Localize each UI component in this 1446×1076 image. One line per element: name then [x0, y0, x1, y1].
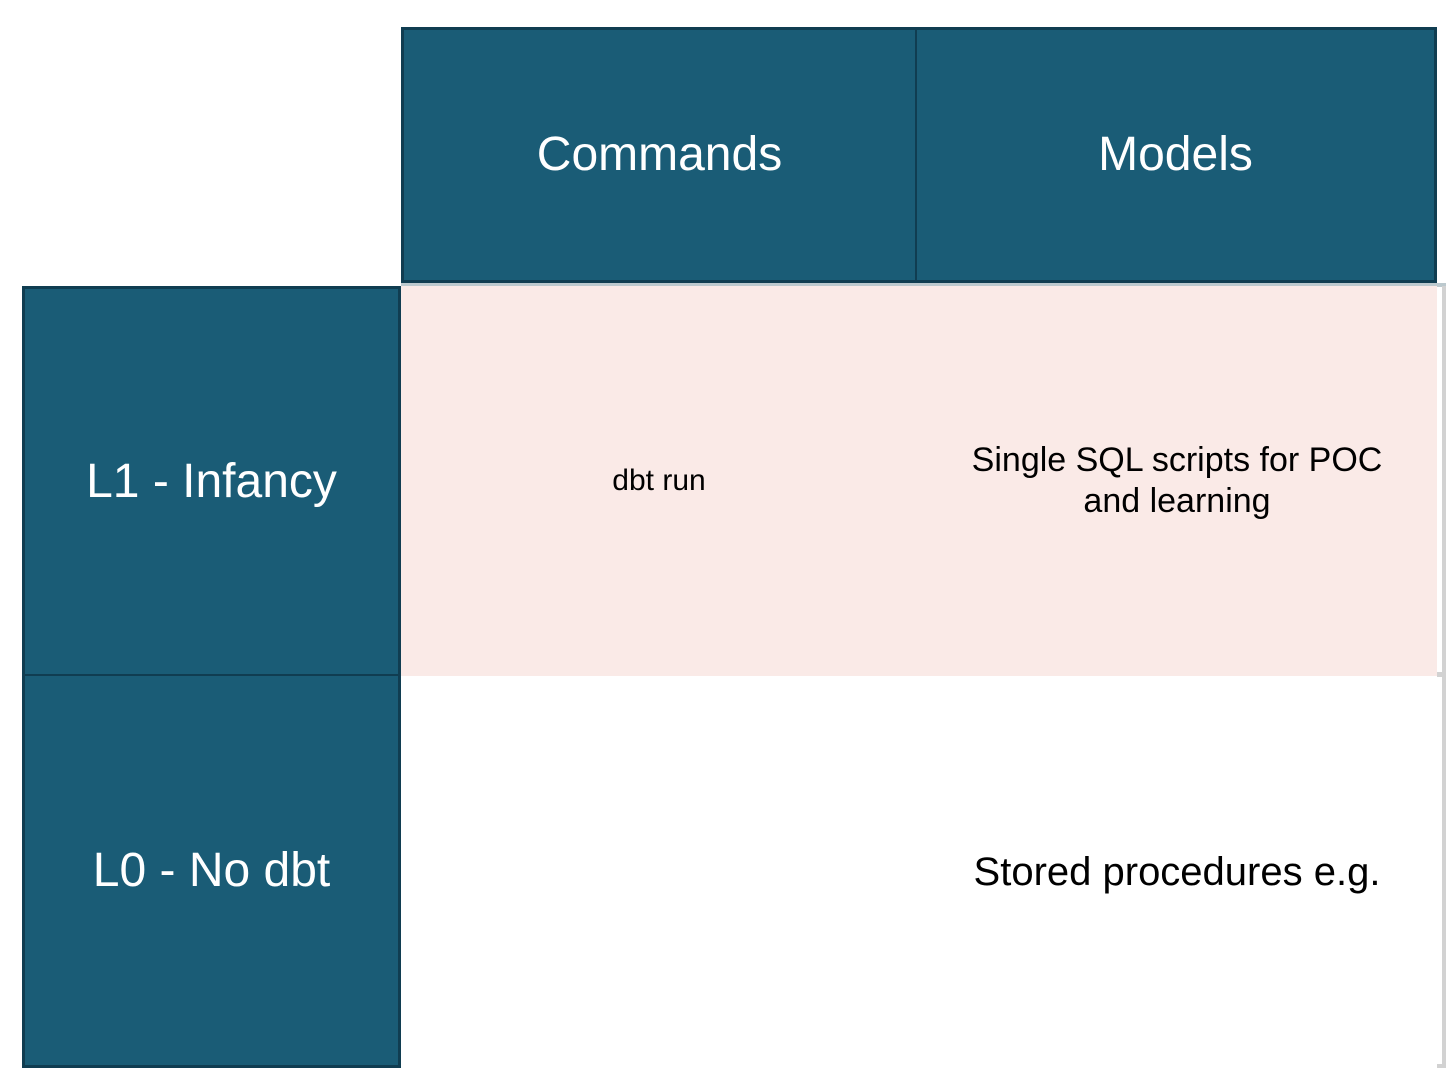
matrix-corner-cell — [0, 0, 401, 283]
row-header-l0-no-dbt: L0 - No dbt — [22, 676, 401, 1068]
cell-l1-models: Single SQL scripts for POC and learning — [917, 286, 1437, 676]
gridline-header-bottom — [401, 283, 1446, 287]
cell-l0-commands — [401, 676, 917, 1068]
column-header-commands: Commands — [401, 27, 917, 283]
row-header-l1-infancy: L1 - Infancy — [22, 286, 401, 676]
gridline-table-right — [1442, 286, 1446, 1068]
cell-l0-models: Stored procedures e.g. — [917, 676, 1437, 1068]
cell-l1-commands: dbt run — [401, 286, 917, 676]
column-header-models: Models — [917, 27, 1437, 283]
